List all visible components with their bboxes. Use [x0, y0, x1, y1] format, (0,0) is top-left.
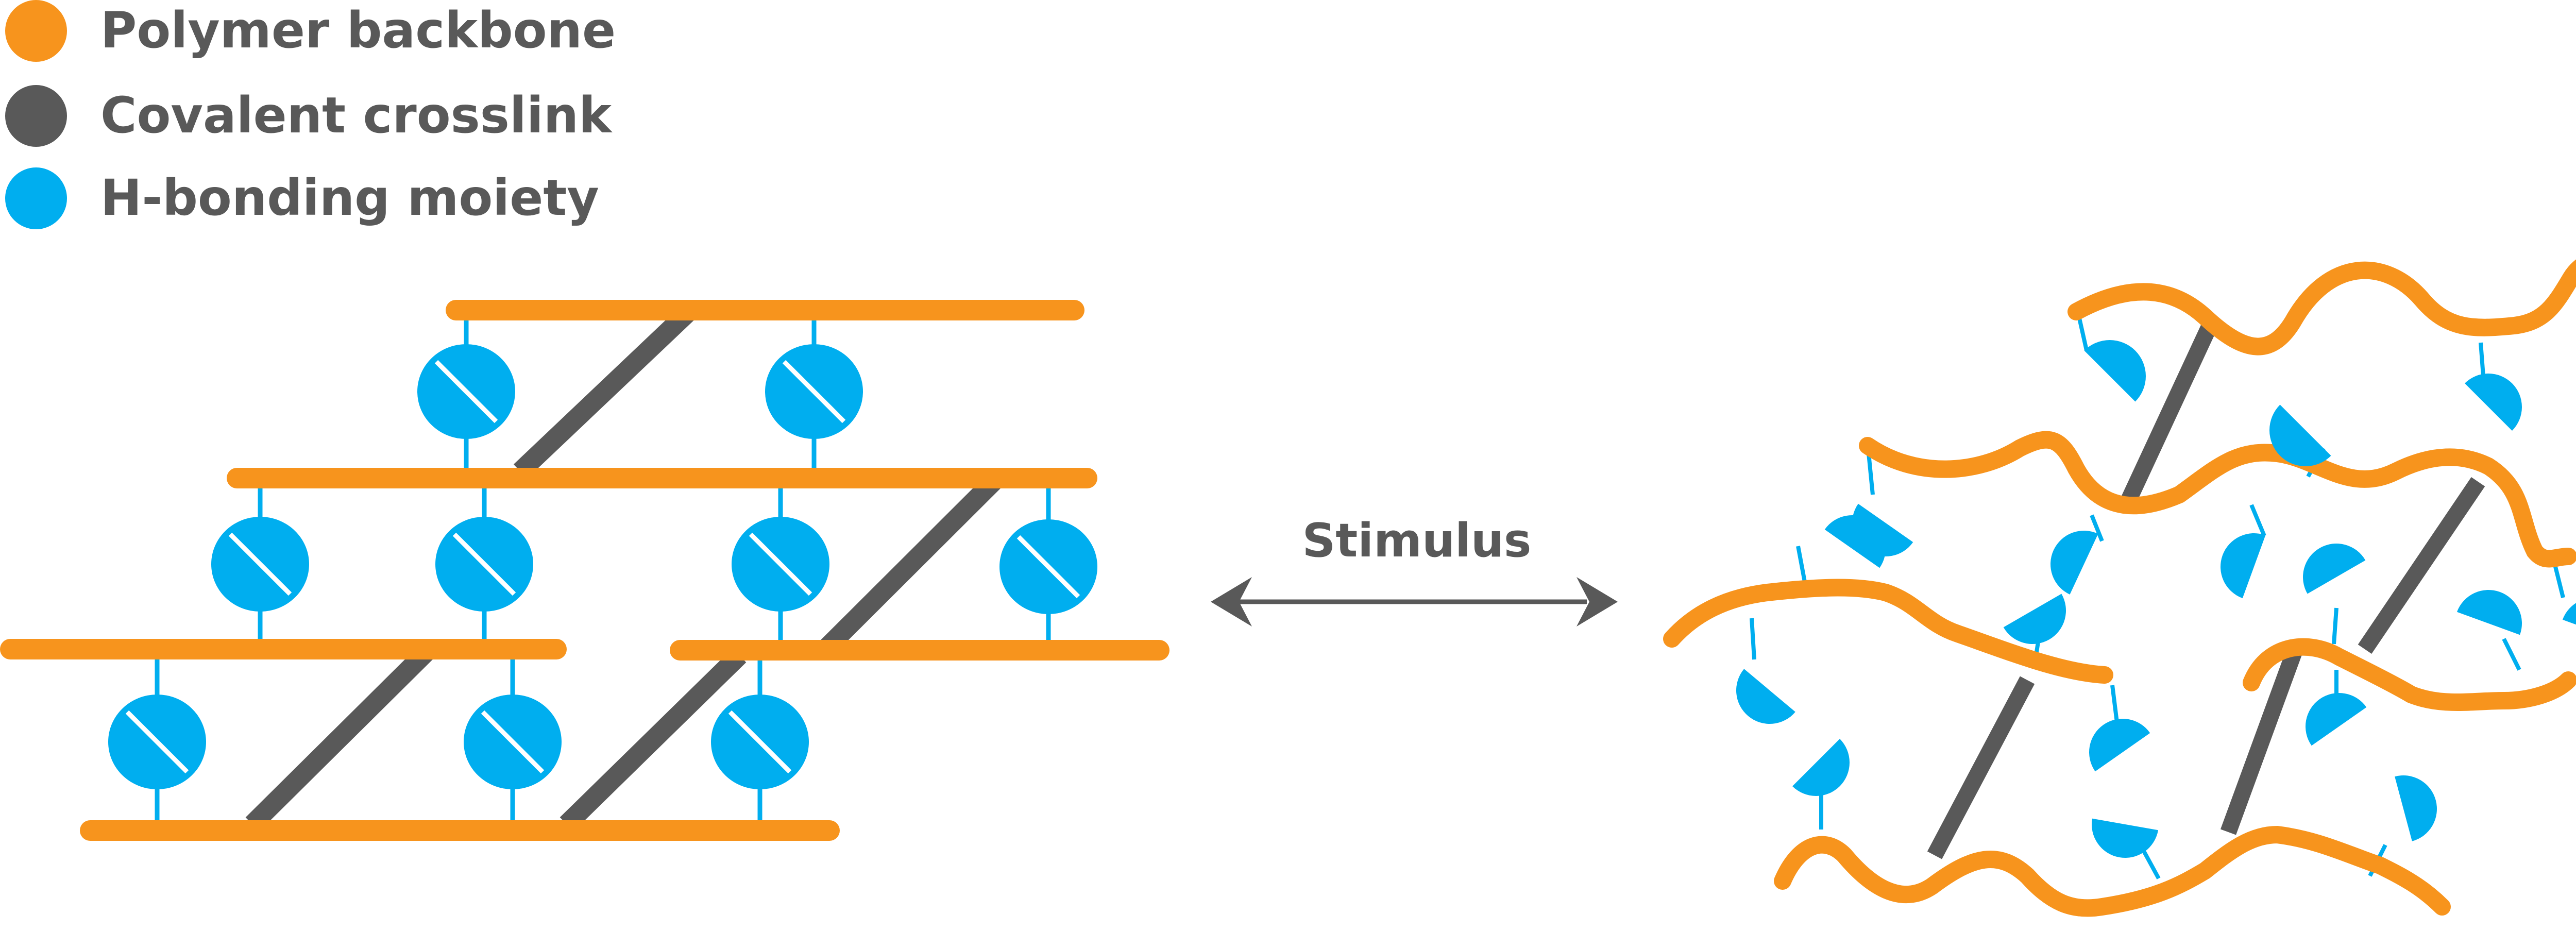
tether	[2141, 849, 2161, 879]
legend-label-backbone: Polymer backbone	[100, 2, 616, 59]
legend-swatch-crosslink	[5, 85, 67, 147]
hbond-half	[1736, 669, 1795, 724]
crosslink	[560, 648, 747, 832]
stimulus-arrow: Stimulus	[1211, 514, 1618, 627]
hbond-half	[1792, 739, 1850, 796]
crosslink	[513, 303, 698, 479]
legend-swatch-backbone	[5, 0, 67, 62]
hbond-pair	[711, 695, 809, 789]
arrow-head-right	[1577, 577, 1618, 627]
hbond-moieties-disordered	[1736, 340, 2576, 858]
hbond-pair	[765, 344, 863, 439]
hbond-half	[2221, 533, 2266, 599]
crosslink	[245, 644, 435, 832]
tether	[1750, 618, 1756, 660]
hbond-pair	[211, 517, 309, 612]
hbond-half	[2456, 590, 2522, 635]
tether	[2249, 504, 2266, 537]
crosslink	[2358, 477, 2485, 654]
hbond-pair	[417, 344, 515, 439]
crosslink	[2220, 646, 2303, 835]
legend-label-hbond: H-bonding moiety	[100, 169, 599, 227]
backbone	[2243, 638, 2576, 711]
crosslink	[1927, 676, 2035, 859]
tether	[2090, 514, 2104, 542]
crosslinks-disordered	[1927, 321, 2485, 859]
hbond-half	[2306, 693, 2367, 746]
legend-label-crosslink: Covalent crosslink	[100, 87, 613, 144]
hbond-pair	[435, 517, 533, 612]
backbone	[2067, 259, 2576, 356]
legend-swatch-hbond	[5, 167, 67, 229]
hbond-pair	[464, 695, 562, 789]
tether	[2502, 638, 2521, 671]
backbones-disordered	[1663, 259, 2576, 917]
hbond-half	[2003, 594, 2066, 644]
crosslinks-ordered	[245, 303, 1004, 832]
hbond-pair	[732, 517, 829, 612]
hbond-half	[2092, 818, 2159, 858]
hbond-half	[2395, 775, 2437, 841]
backbone	[1663, 579, 2113, 684]
backbones-ordered	[0, 300, 1170, 841]
hbond-half	[2269, 404, 2331, 466]
hbond-pair	[999, 519, 1097, 614]
tether	[2553, 566, 2565, 598]
stimulus-label: Stimulus	[1302, 514, 1531, 568]
hbond-half	[2465, 374, 2522, 431]
hbond-half	[2050, 531, 2098, 595]
hbond-pair	[108, 695, 206, 789]
arrow-head-left	[1211, 577, 1252, 627]
crosslink	[2117, 321, 2218, 511]
crosslink	[817, 471, 1004, 657]
hbond-pairs-ordered	[108, 344, 1097, 789]
backbone	[1774, 825, 2451, 917]
hbond-half	[2089, 719, 2150, 772]
ordered-network	[0, 300, 1170, 841]
backbone	[1859, 431, 2576, 568]
tether	[2479, 342, 2485, 377]
tether	[2332, 607, 2338, 645]
legend: Polymer backbone Covalent crosslink H-bo…	[5, 0, 616, 229]
disordered-network	[1663, 259, 2576, 917]
hbond-half	[1824, 515, 1886, 568]
hbond-half	[2303, 544, 2366, 594]
hbond-half	[2084, 340, 2146, 402]
